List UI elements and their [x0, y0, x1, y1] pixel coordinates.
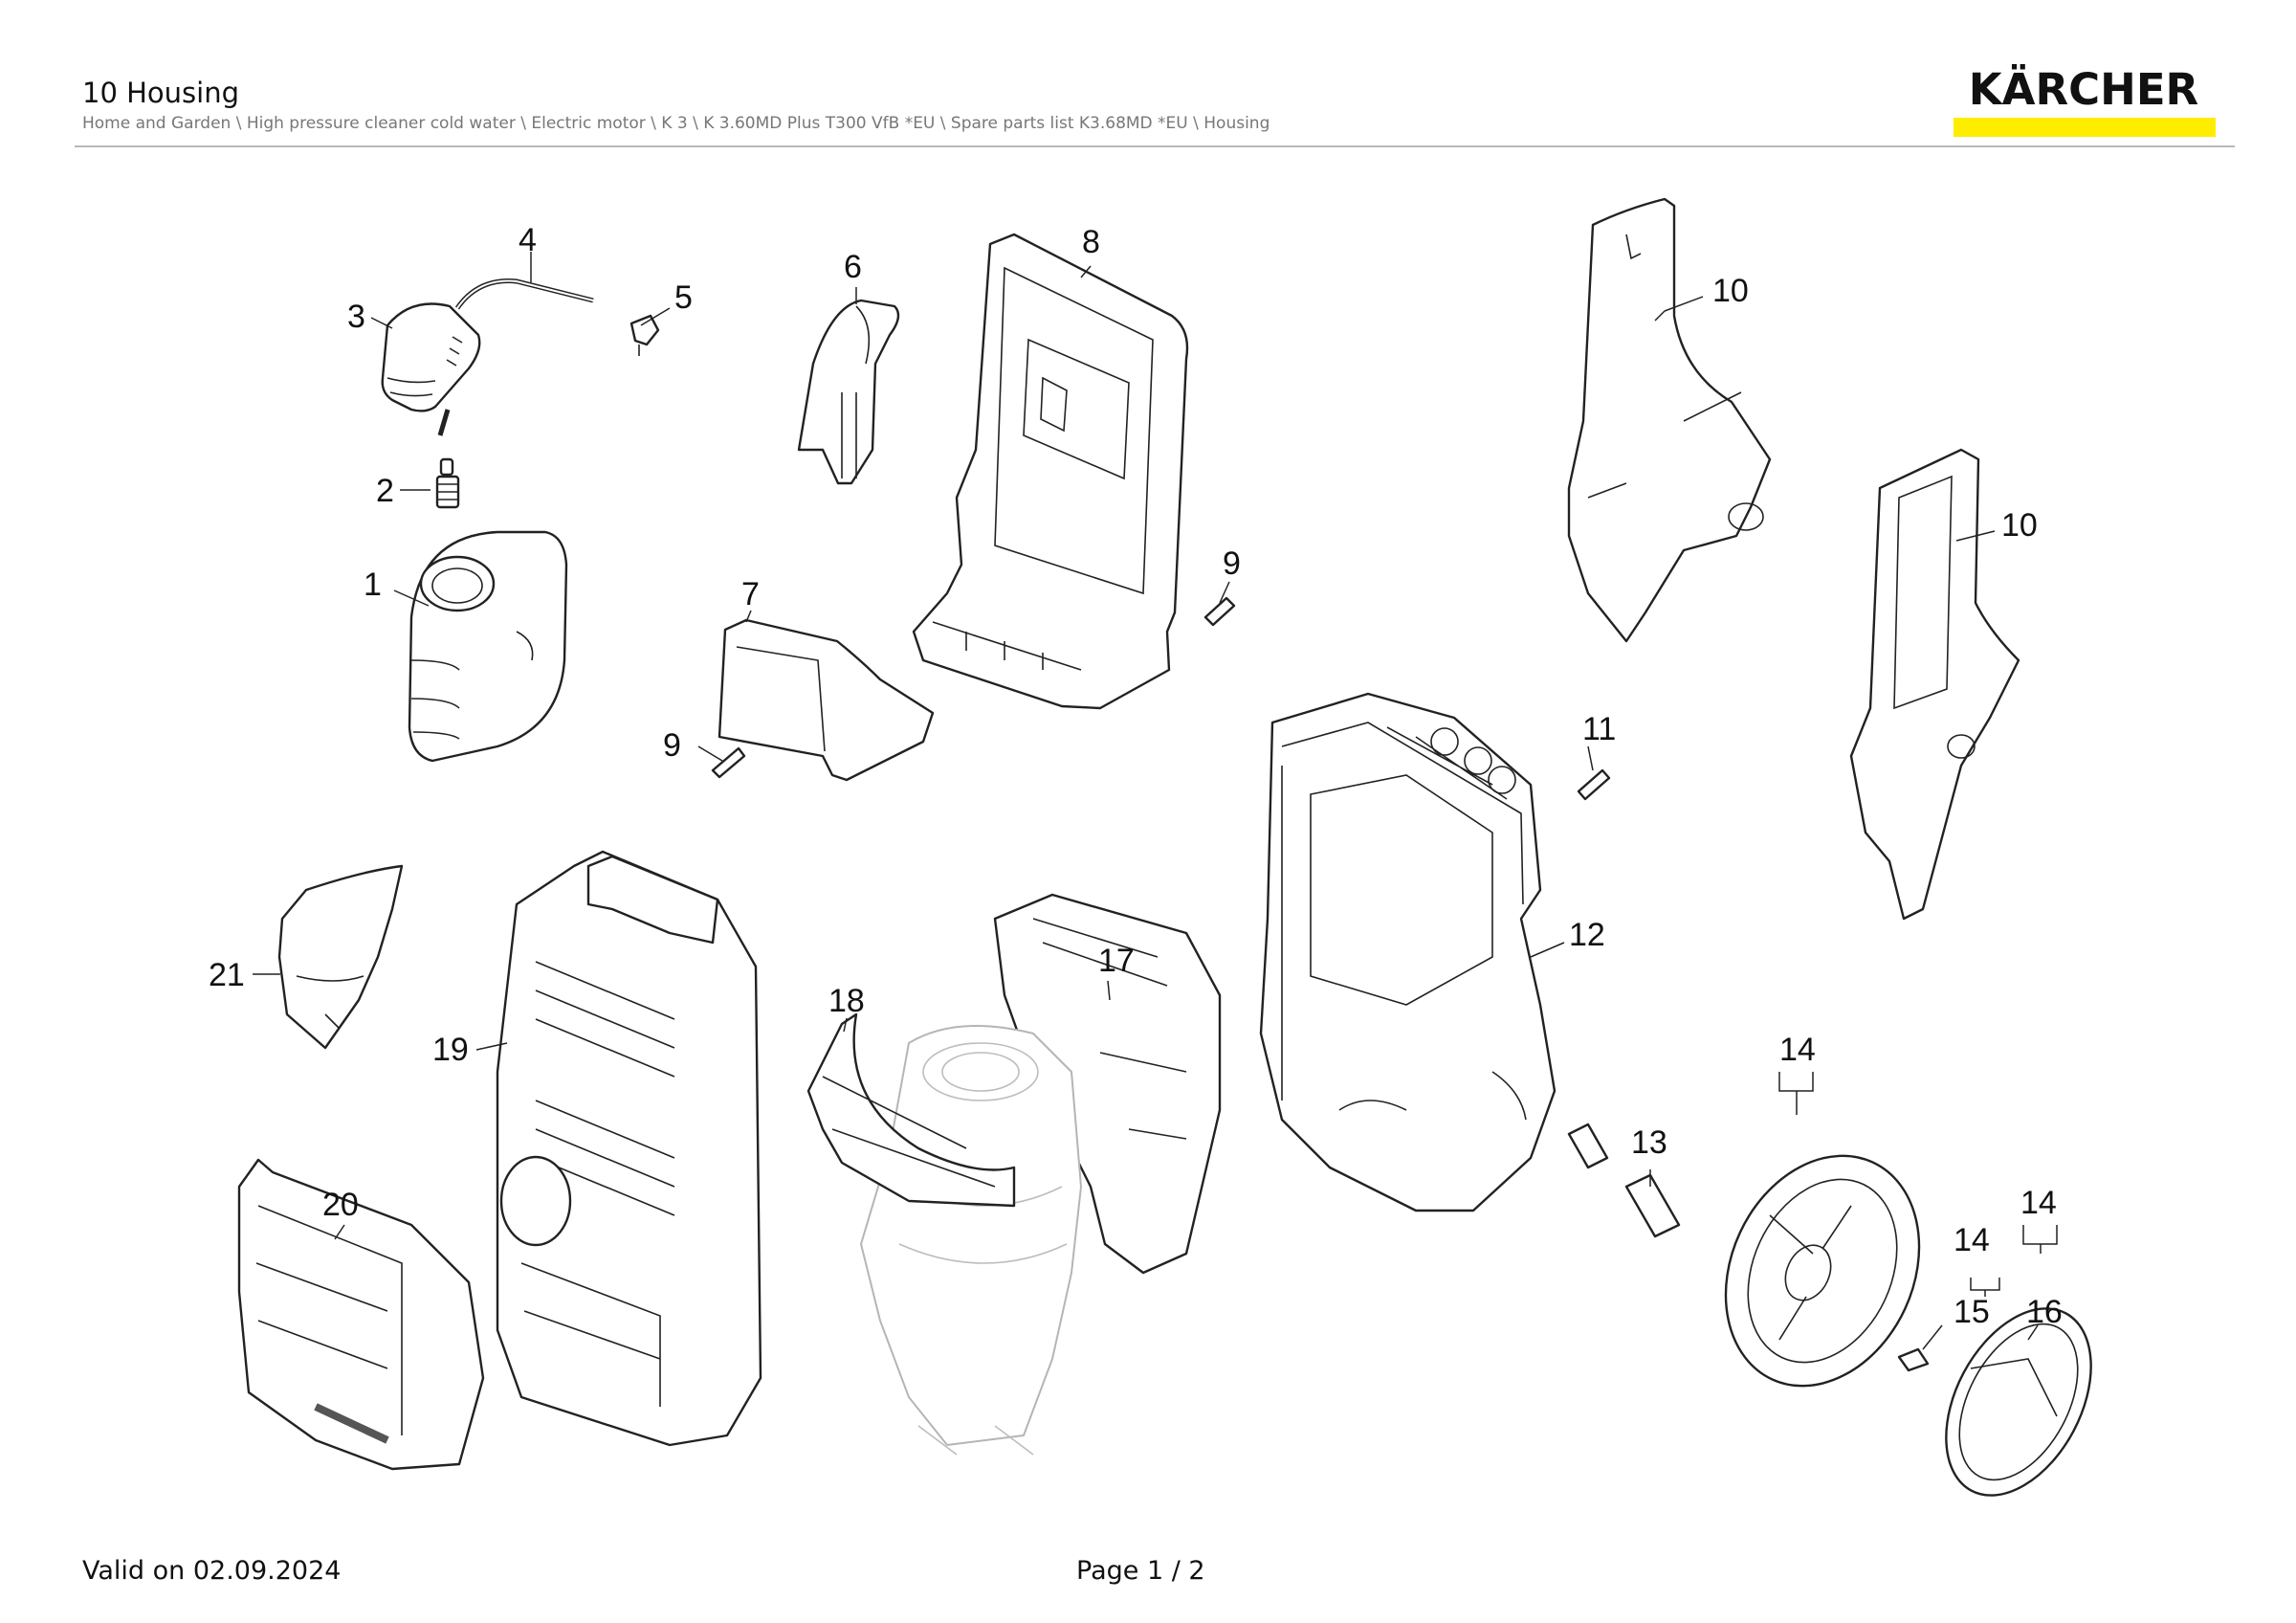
callout-2: 2	[376, 473, 394, 509]
callout-6: 6	[844, 249, 862, 285]
part-main-housing	[1259, 692, 1556, 1212]
parts-diagram-svg: 1 2 3 4 5 6 7 8 9 9 10 10 11 12 13 14 14…	[209, 197, 2092, 1497]
logo-text: KÄRCHER	[1968, 64, 2199, 115]
page-header: 10 Housing Home and Garden \ High pressu…	[0, 0, 2296, 153]
callout-9-lower: 9	[663, 727, 681, 764]
part-1-detergent-tank	[408, 530, 568, 763]
page-number: Page 1 / 2	[1076, 1556, 1205, 1586]
callout-4: 4	[519, 222, 537, 258]
callout-7: 7	[741, 576, 760, 612]
callout-12: 12	[1569, 917, 1605, 953]
part-6-holder	[797, 299, 900, 485]
callout-18: 18	[828, 983, 865, 1019]
part-20-lower-cover	[237, 1158, 485, 1471]
exploded-parts-drawing: 1 2 3 4 5 6 7 8 9 9 10 10 11 12 13 14 14…	[0, 153, 2296, 1531]
callout-16: 16	[2026, 1294, 2063, 1330]
part-motor-pump-ghost	[860, 1025, 1082, 1456]
callout-3: 3	[347, 299, 365, 335]
part-19-front-housing	[496, 850, 762, 1447]
part-8-frame	[912, 233, 1189, 710]
callout-13: 13	[1631, 1124, 1667, 1161]
part-18-clamp	[806, 1012, 1016, 1208]
leader-lines	[253, 252, 2058, 1350]
callout-11: 11	[1582, 711, 1616, 747]
part-10-side-covers	[1567, 197, 2020, 921]
breadcrumb: Home and Garden \ High pressure cleaner …	[82, 114, 1270, 133]
callout-labels: 1 2 3 4 5 6 7 8 9 9 10 10 11 12 13 14 14…	[209, 222, 2063, 1330]
callout-14-middle: 14	[1954, 1222, 1990, 1258]
callout-10-upper: 10	[1712, 273, 1749, 309]
part-21-cap	[277, 864, 404, 1050]
part-2-filter	[435, 457, 460, 509]
karcher-logo: KÄRCHER	[1952, 63, 2216, 140]
callout-1: 1	[364, 567, 382, 603]
callout-17: 17	[1098, 943, 1135, 979]
part-7-cover	[718, 618, 935, 782]
callout-10-lower: 10	[2001, 507, 2038, 544]
part-9-screws	[711, 596, 1236, 779]
part-15-wheel-pin	[1897, 1347, 1930, 1372]
callout-8: 8	[1082, 224, 1100, 260]
validity-date: Valid on 02.09.2024	[82, 1556, 342, 1586]
callout-19: 19	[432, 1032, 469, 1068]
page-title: 10 Housing	[82, 77, 240, 109]
callout-20: 20	[322, 1187, 359, 1223]
part-3-4-5-suction-hose	[381, 278, 660, 436]
part-16-hubcap	[1945, 1307, 2092, 1497]
callout-15: 15	[1954, 1294, 1990, 1330]
part-11-screw	[1577, 768, 1611, 801]
part-13-axle-bushing	[1567, 1123, 1681, 1238]
part-14-wheel	[1724, 1154, 1921, 1388]
callout-5: 5	[674, 279, 693, 316]
logo-yellow-bar	[1954, 118, 2216, 137]
header-divider	[75, 145, 2235, 147]
callout-14-right: 14	[2020, 1185, 2057, 1221]
callout-9-upper: 9	[1223, 545, 1241, 582]
callout-14-wheel: 14	[1779, 1032, 1816, 1068]
callout-21: 21	[209, 957, 245, 993]
